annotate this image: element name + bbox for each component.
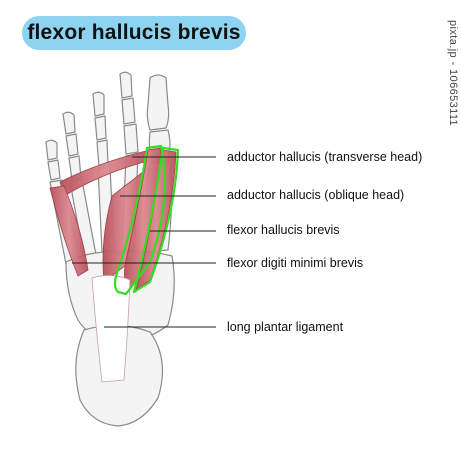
label-adductor-transverse: adductor hallucis (transverse head)	[227, 150, 423, 164]
watermark-text: pixta.jp - 106653111	[447, 20, 459, 127]
fourth-toe-bone	[62, 111, 76, 135]
leader-lines	[72, 156, 216, 328]
title-pill: flexor hallucis brevis	[22, 16, 246, 50]
label-adductor-oblique: adductor hallucis (oblique head)	[227, 188, 405, 202]
second-toe-bone	[119, 71, 133, 99]
page-title: flexor hallucis brevis	[27, 21, 241, 44]
label-flexor-hallucis-brevis: flexor hallucis brevis	[227, 223, 340, 237]
label-flexor-digiti-minimi-brevis: flexor digiti minimi brevis	[227, 256, 364, 270]
great-toe-bone	[146, 74, 170, 131]
highlight-outline	[113, 144, 180, 296]
label-long-plantar-ligament: long plantar ligament	[227, 320, 344, 334]
flexor-digiti-minimi-muscle	[49, 185, 89, 277]
fifth-toe-bone	[45, 139, 58, 161]
third-toe-bone	[92, 91, 105, 117]
